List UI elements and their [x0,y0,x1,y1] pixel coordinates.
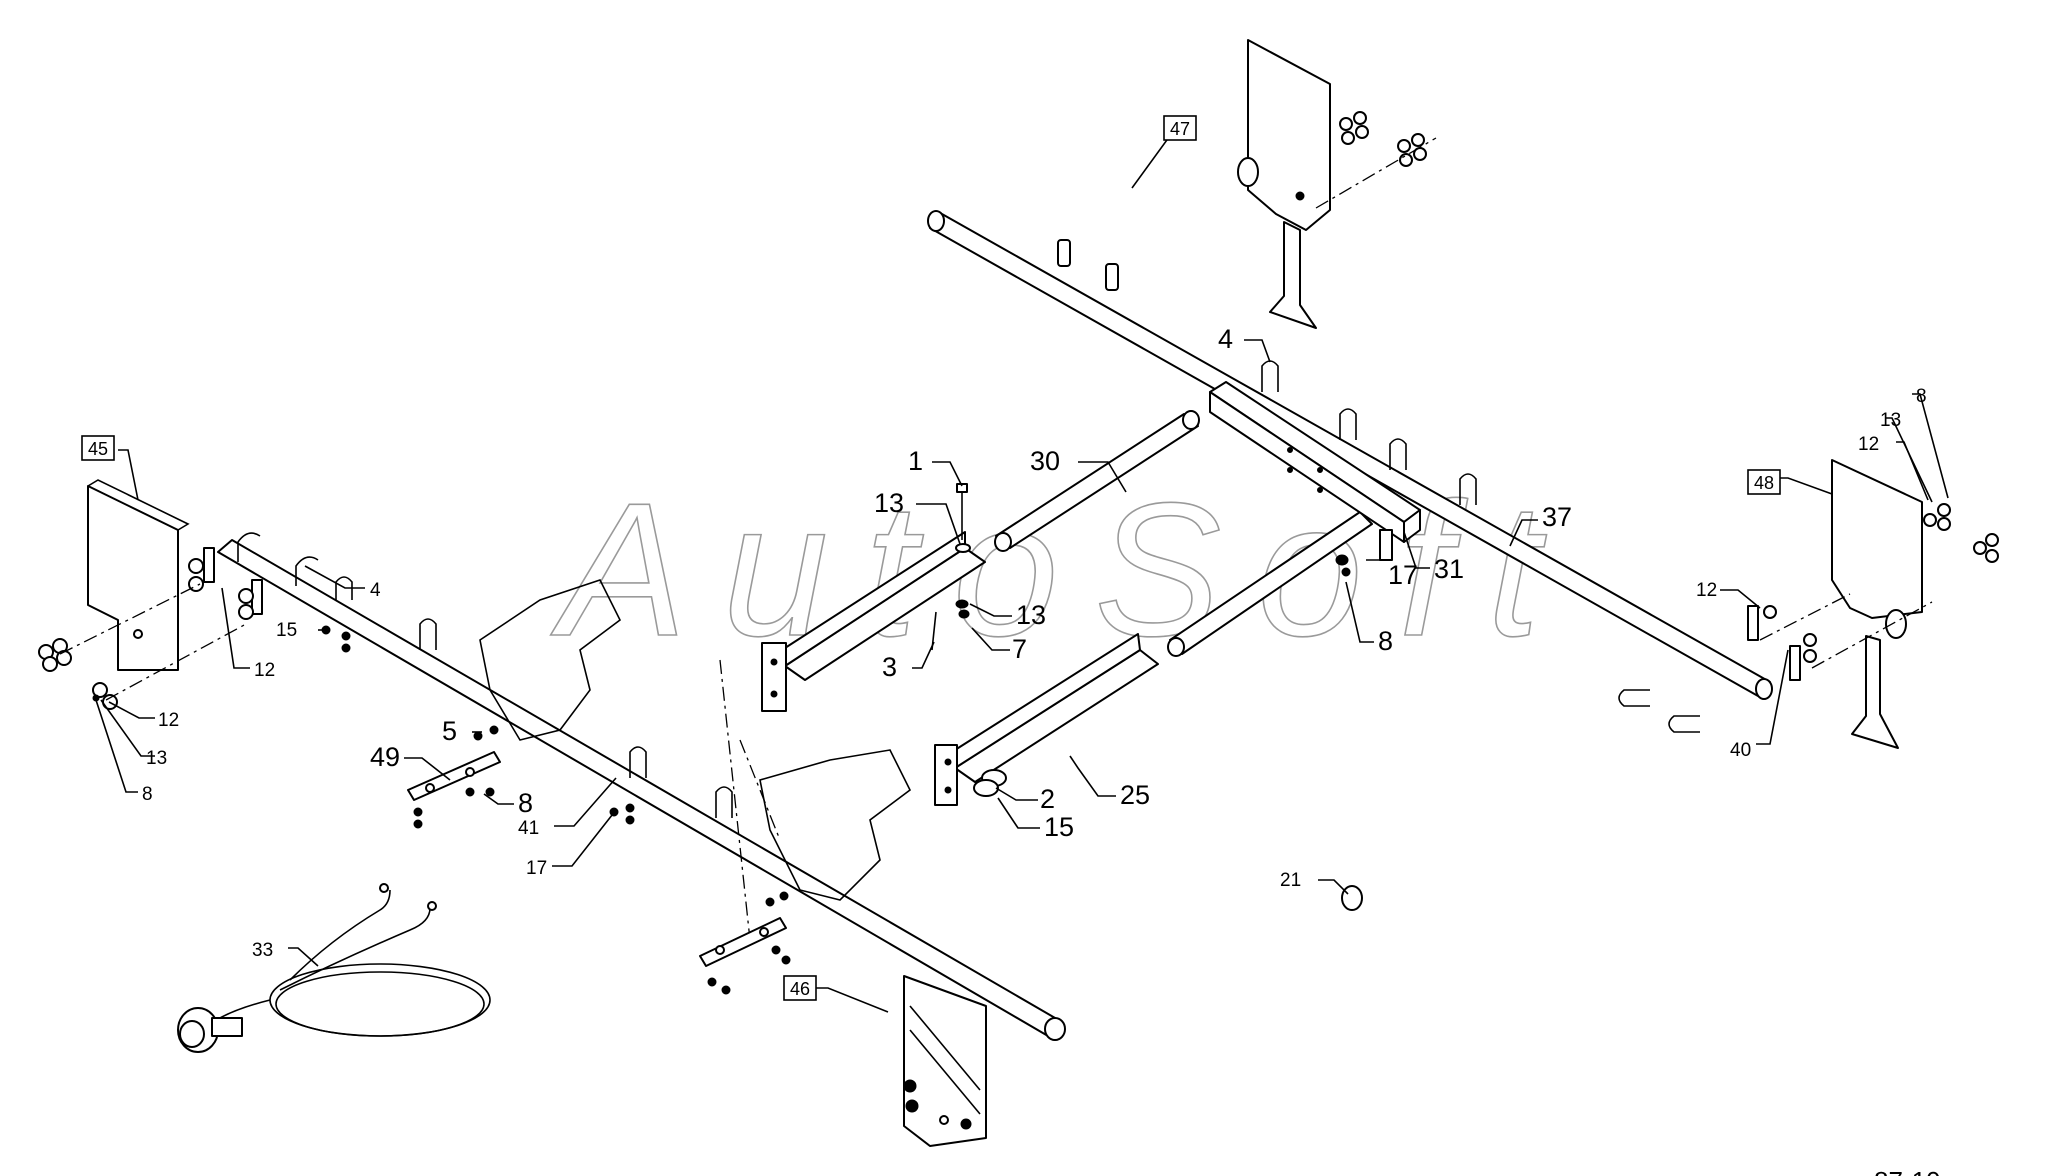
tube-lower [1167,511,1373,657]
callout-12: 12 [158,710,179,731]
callout-7: 7 [1012,634,1027,664]
boxed-callout-46: 46 [790,979,810,999]
cable-33 [177,883,491,1053]
callout-15: 15 [276,620,297,641]
callout-5: 5 [442,716,457,746]
frame-plate-31 [1209,381,1421,543]
leader-lines [95,121,1949,1013]
small-plates [203,239,1801,681]
boxed-callout-45: 45 [88,439,108,459]
callout-8: 8 [1378,626,1393,656]
callout-13: 13 [874,488,904,518]
grommet-21 [1341,885,1363,911]
main-bar-41 [217,539,1066,1041]
callout-13: 13 [146,748,167,769]
box-47 [1163,115,1197,141]
callout-30: 30 [1030,446,1060,476]
u-bolts [237,360,1700,818]
callout-12: 12 [1696,580,1717,601]
light-panel-48 [1759,459,1999,749]
callout-17: 17 [1388,560,1418,590]
callout-8: 8 [1916,386,1927,407]
callout-31: 31 [1434,554,1464,584]
callout-17: 17 [526,858,547,879]
callout-1: 1 [908,446,923,476]
boxed-callouts: 45 46 47 48 [81,115,1781,1001]
callout-40: 40 [1730,740,1751,761]
light-panel-45 [38,479,254,710]
hitch-brackets [479,579,912,941]
callout-15: 15 [1044,812,1074,842]
callout-12: 12 [1858,434,1879,455]
box-48 [1747,469,1781,495]
callout-2: 2 [1040,784,1055,814]
callout-3: 3 [882,652,897,682]
callout-21: 21 [1280,870,1301,891]
bracket-lower [699,891,791,995]
page-reference: 87-10 [1874,1166,1941,1176]
callout-13: 13 [1880,410,1901,431]
callouts: 1 13 30 4 37 13 3 7 17 31 8 2 15 25 21 4… [142,324,1927,961]
light-panel-46 [903,975,987,1147]
callout-33: 33 [252,940,273,961]
beam-25 [934,633,1159,806]
callout-13: 13 [1016,600,1046,630]
bracket-49 [407,725,501,829]
callout-25: 25 [1120,780,1150,810]
callout-8: 8 [518,788,533,818]
callout-49: 49 [370,742,400,772]
upper-bar-37 [927,210,1773,700]
boxed-callout-47: 47 [1170,119,1190,139]
callout-4: 4 [1218,324,1233,354]
box-45 [81,435,115,461]
callout-8: 8 [142,784,153,805]
boxed-callout-48: 48 [1754,473,1774,493]
callout-12: 12 [254,660,275,681]
callout-4: 4 [370,580,381,601]
fasteners [321,483,1351,825]
callout-37: 37 [1542,502,1572,532]
box-46 [783,975,817,1001]
beam-centre [761,531,986,712]
light-panel-47 [1237,39,1437,329]
callout-41: 41 [518,818,539,839]
tube-30 [994,410,1200,552]
